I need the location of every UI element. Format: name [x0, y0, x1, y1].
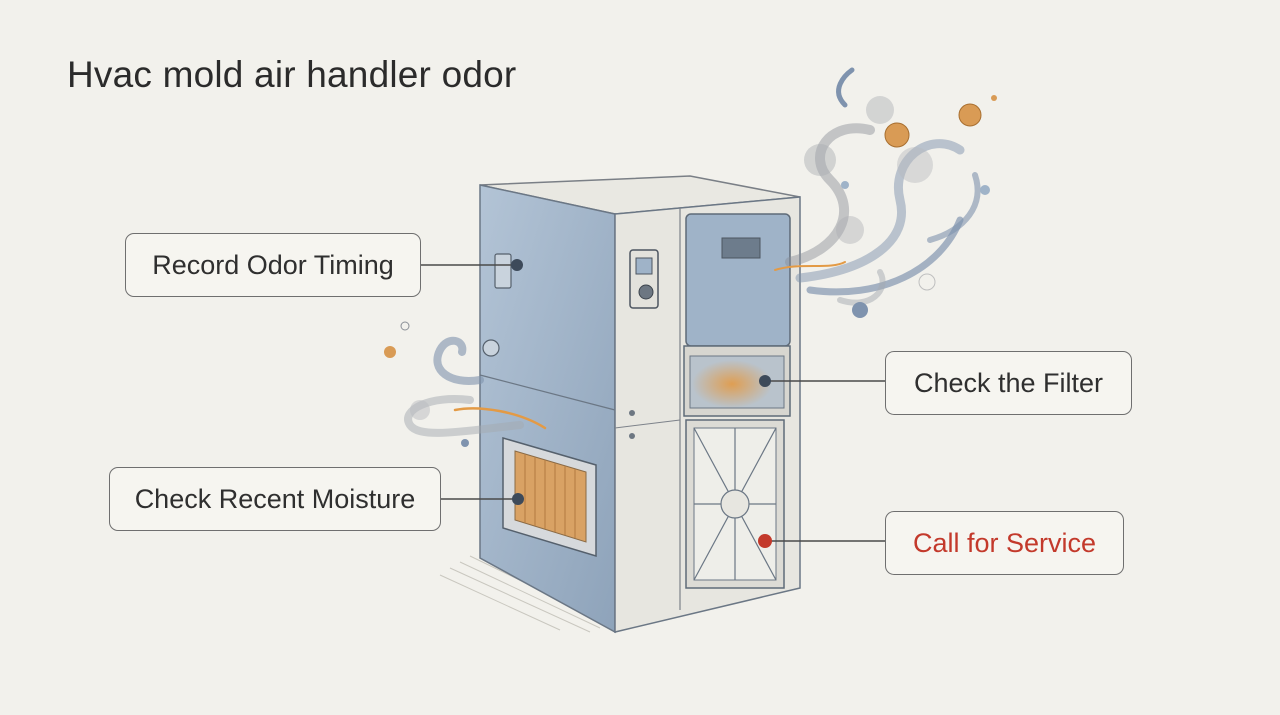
- upper-access-door: [685, 213, 791, 347]
- callout-check-the-filter[interactable]: Check the Filter: [885, 351, 1132, 415]
- cabinet-side-panel: [479, 184, 616, 634]
- marker-dot-filter: [759, 375, 771, 387]
- mold-particles-top: [804, 95, 997, 318]
- marker-dot-moisture: [512, 493, 524, 505]
- leader-lines: [420, 264, 886, 542]
- odor-plume-top: [774, 67, 981, 306]
- marker-dot-service: [758, 534, 772, 548]
- marker-dot-odor: [511, 259, 523, 271]
- callout-label: Check the Filter: [913, 367, 1104, 398]
- callout-label: Call for Service: [912, 527, 1097, 558]
- callout-record-odor-timing[interactable]: Record Odor Timing: [125, 233, 421, 297]
- mold-particles-left: [384, 321, 469, 447]
- callout-call-for-service[interactable]: Call for Service: [885, 511, 1124, 575]
- callout-check-recent-moisture[interactable]: Check Recent Moisture: [109, 467, 441, 531]
- callout-label: Record Odor Timing: [152, 249, 394, 280]
- page-title: Hvac mold air handler odor: [67, 54, 517, 95]
- callout-label: Check Recent Moisture: [134, 483, 416, 514]
- odor-plume-left: [404, 336, 547, 437]
